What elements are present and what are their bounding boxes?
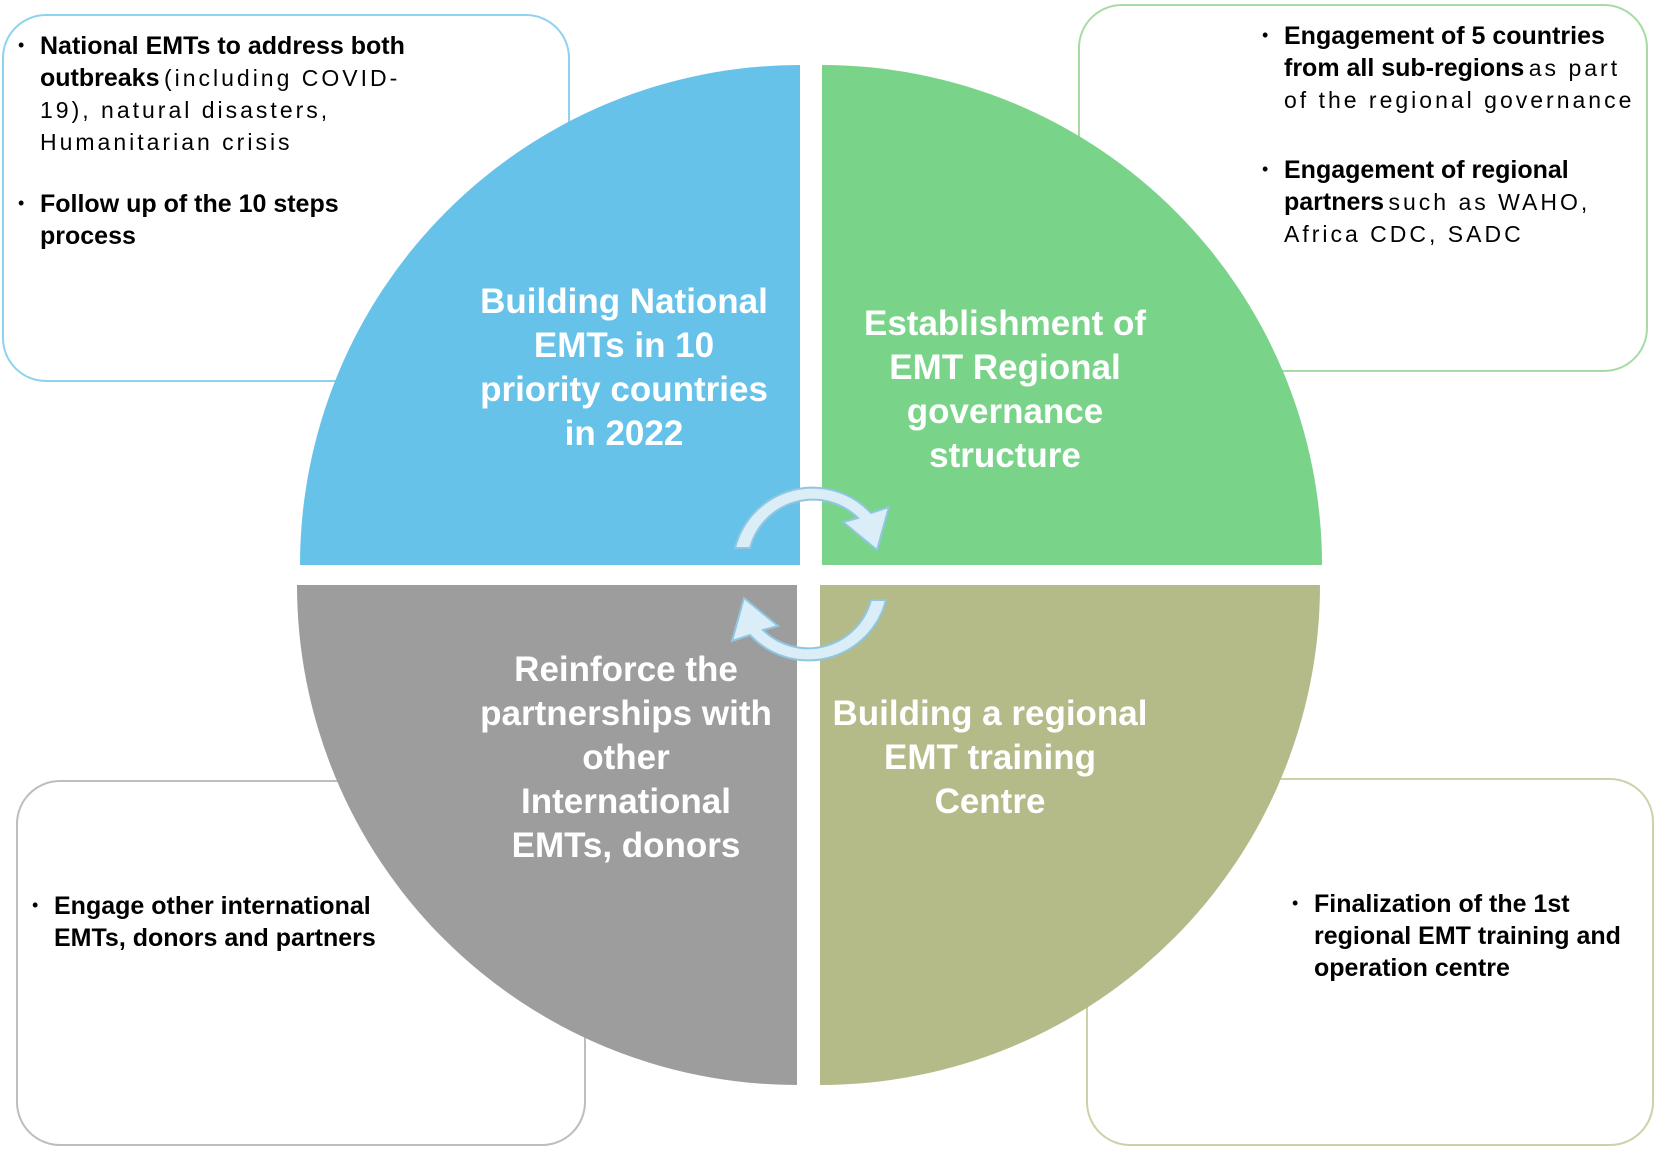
bullet-list-partnerships: Engage other international EMTs, donors … [32,890,392,954]
bullet-bold-text: Engage other international EMTs, donors … [54,892,376,952]
bullet-list-national-emts: National EMTs to address both outbreaks … [18,30,418,252]
bullet-item: Finalization of the 1st regional EMT tra… [1292,888,1632,984]
bullet-bold-text: National EMTs to address both outbreaks [40,32,405,92]
bullet-bold-text: Engagement of regional partners [1284,156,1569,216]
bullet-regular-text: as part of the regional governance [1284,55,1635,113]
quadrant-bottom-left [297,585,797,1085]
cycle-arrow-bottom-icon [730,596,888,662]
bullet-item: Engagement of regional partners such as … [1262,154,1642,250]
bullet-item: Engagement of 5 countries from all sub-r… [1262,20,1642,116]
bullet-regular-text: (including COVID-19), natural disasters,… [40,65,401,155]
bullet-item: Follow up of the 10 steps process [18,188,418,252]
quadrant-top-left [300,65,800,565]
bullet-regular-text: such as WAHO, Africa CDC, SADC [1284,189,1591,247]
bullet-item: Engage other international EMTs, donors … [32,890,392,954]
bullet-bold-text: Engagement of 5 countries from all sub-r… [1284,22,1605,82]
bullet-bold-text: Finalization of the 1st regional EMT tra… [1314,890,1621,982]
quadrant-label-training-centre: Building a regional EMT training Centre [832,694,1148,821]
bullet-list-training-centre: Finalization of the 1st regional EMT tra… [1292,888,1632,984]
quadrant-label-national-emts: Building National EMTs in 10 priority co… [480,282,768,453]
bullet-list-regional-governance: Engagement of 5 countries from all sub-r… [1262,20,1642,250]
quadrant-bottom-right [820,585,1320,1085]
bullet-item: National EMTs to address both outbreaks … [18,30,418,158]
quadrant-top-right [822,65,1322,565]
bullet-bold-text: Follow up of the 10 steps process [40,190,339,250]
quadrant-label-partnerships: Reinforce the partnerships with other In… [480,650,772,865]
cycle-arrow-top-icon [733,486,891,552]
quadrant-label-regional-governance: Establishment of EMT Regional governance… [864,304,1146,475]
